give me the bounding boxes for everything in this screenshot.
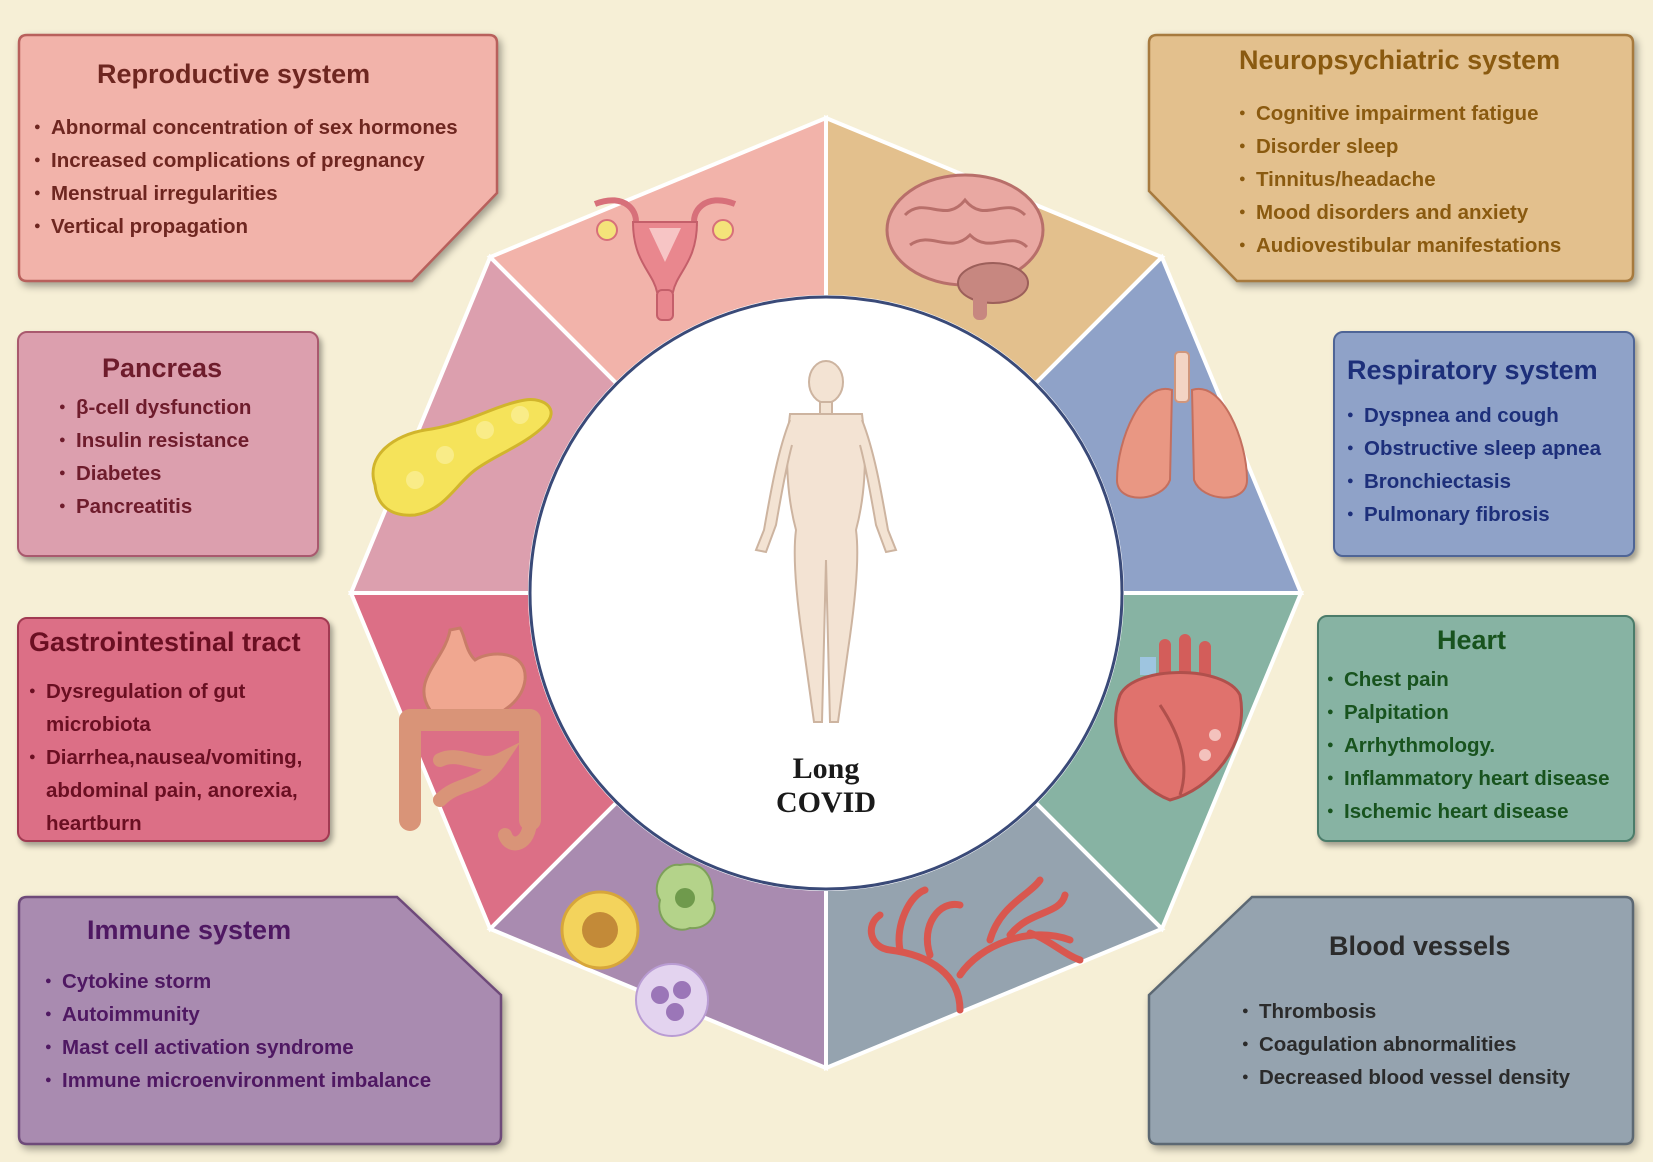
list-item: Menstrual irregularities	[34, 177, 458, 210]
respiratory-system-title: Respiratory system	[1347, 355, 1598, 385]
heart-list: Chest pain Palpitation Arrhythmology. In…	[1327, 663, 1609, 828]
list-item: Coagulation abnormalities	[1242, 1028, 1570, 1061]
list-item: Diarrhea,nausea/vomiting, abdominal pain…	[29, 741, 325, 840]
heart-title: Heart	[1437, 625, 1507, 655]
heart-panel: Heart Chest pain Palpitation Arrhythmolo…	[1317, 615, 1635, 842]
list-item: Cognitive impairment fatigue	[1239, 97, 1561, 130]
pancreas-panel: Pancreas β-cell dysfunction Insulin resi…	[17, 331, 319, 557]
list-item: Decreased blood vessel density	[1242, 1061, 1570, 1094]
gastrointestinal-tract-list: Dysregulation of gut microbiota Diarrhea…	[29, 675, 325, 840]
list-item: Diabetes	[59, 457, 251, 490]
list-item: Obstructive sleep apnea	[1347, 432, 1601, 465]
respiratory-system-panel: Respiratory system Dyspnea and cough Obs…	[1333, 331, 1635, 557]
brain-icon	[885, 173, 1045, 320]
list-item: Thrombosis	[1242, 995, 1570, 1028]
blood-vessels-list: Thrombosis Coagulation abnormalities Dec…	[1242, 995, 1570, 1094]
reproductive-system-list: Abnormal concentration of sex hormones I…	[34, 111, 458, 243]
gastrointestinal-tract-panel: Gastrointestinal tract Dysregulation of …	[17, 617, 330, 842]
respiratory-system-list: Dyspnea and cough Obstructive sleep apne…	[1347, 399, 1601, 531]
immune-system-panel: Immune system Cytokine storm Autoimmunit…	[17, 895, 503, 1146]
list-item: Autoimmunity	[45, 998, 431, 1031]
stomach-intestine-icon	[399, 626, 541, 851]
list-item: Ischemic heart disease	[1327, 795, 1609, 828]
list-item: Pulmonary fibrosis	[1347, 498, 1601, 531]
list-item: Cytokine storm	[45, 965, 431, 998]
immune-system-title: Immune system	[87, 915, 292, 945]
list-item: Mast cell activation syndrome	[45, 1031, 431, 1064]
reproductive-system-title: Reproductive system	[97, 59, 371, 89]
list-item: Tinnitus/headache	[1239, 163, 1561, 196]
list-item: β-cell dysfunction	[59, 391, 251, 424]
neuropsychiatric-system-panel: Neuropsychiatric system Cognitive impair…	[1147, 33, 1635, 283]
immune-system-list: Cytokine storm Autoimmunity Mast cell ac…	[45, 965, 431, 1097]
uterus-icon	[593, 197, 737, 321]
list-item: Dyspnea and cough	[1347, 399, 1601, 432]
human-body-icon	[754, 360, 898, 723]
list-item: Chest pain	[1327, 663, 1609, 696]
list-item: Disorder sleep	[1239, 130, 1561, 163]
blood-vessels-panel: Blood vessels Thrombosis Coagulation abn…	[1147, 895, 1635, 1146]
list-item: Arrhythmology.	[1327, 729, 1609, 762]
list-item: Pancreatitis	[59, 490, 251, 523]
list-item: Vertical propagation	[34, 210, 458, 243]
list-item: Palpitation	[1327, 696, 1609, 729]
list-item: Insulin resistance	[59, 424, 251, 457]
lungs-icon	[1115, 351, 1249, 499]
list-item: Audiovestibular manifestations	[1239, 229, 1561, 262]
heart-icon	[1114, 634, 1243, 802]
blood-vessels-icon	[867, 876, 1084, 1014]
neuropsychiatric-system-list: Cognitive impairment fatigue Disorder sl…	[1239, 97, 1561, 262]
list-item: Mood disorders and anxiety	[1239, 196, 1561, 229]
gastrointestinal-tract-title: Gastrointestinal tract	[29, 627, 301, 657]
pancreas-icon	[371, 398, 553, 517]
reproductive-system-panel: Reproductive system Abnormal concentrati…	[17, 33, 499, 283]
immune-cells-icon	[560, 863, 716, 1037]
list-item: Bronchiectasis	[1347, 465, 1601, 498]
pancreas-list: β-cell dysfunction Insulin resistance Di…	[59, 391, 251, 523]
list-item: Inflammatory heart disease	[1327, 762, 1609, 795]
list-item: Increased complications of pregnancy	[34, 144, 458, 177]
list-item: Abnormal concentration of sex hormones	[34, 111, 458, 144]
list-item: Immune microenvironment imbalance	[45, 1064, 431, 1097]
neuropsychiatric-system-title: Neuropsychiatric system	[1239, 45, 1561, 75]
pancreas-title: Pancreas	[102, 353, 223, 383]
center-label: Long COVID	[775, 752, 876, 819]
blood-vessels-title: Blood vessels	[1329, 931, 1511, 961]
list-item: Dysregulation of gut microbiota	[29, 675, 325, 741]
